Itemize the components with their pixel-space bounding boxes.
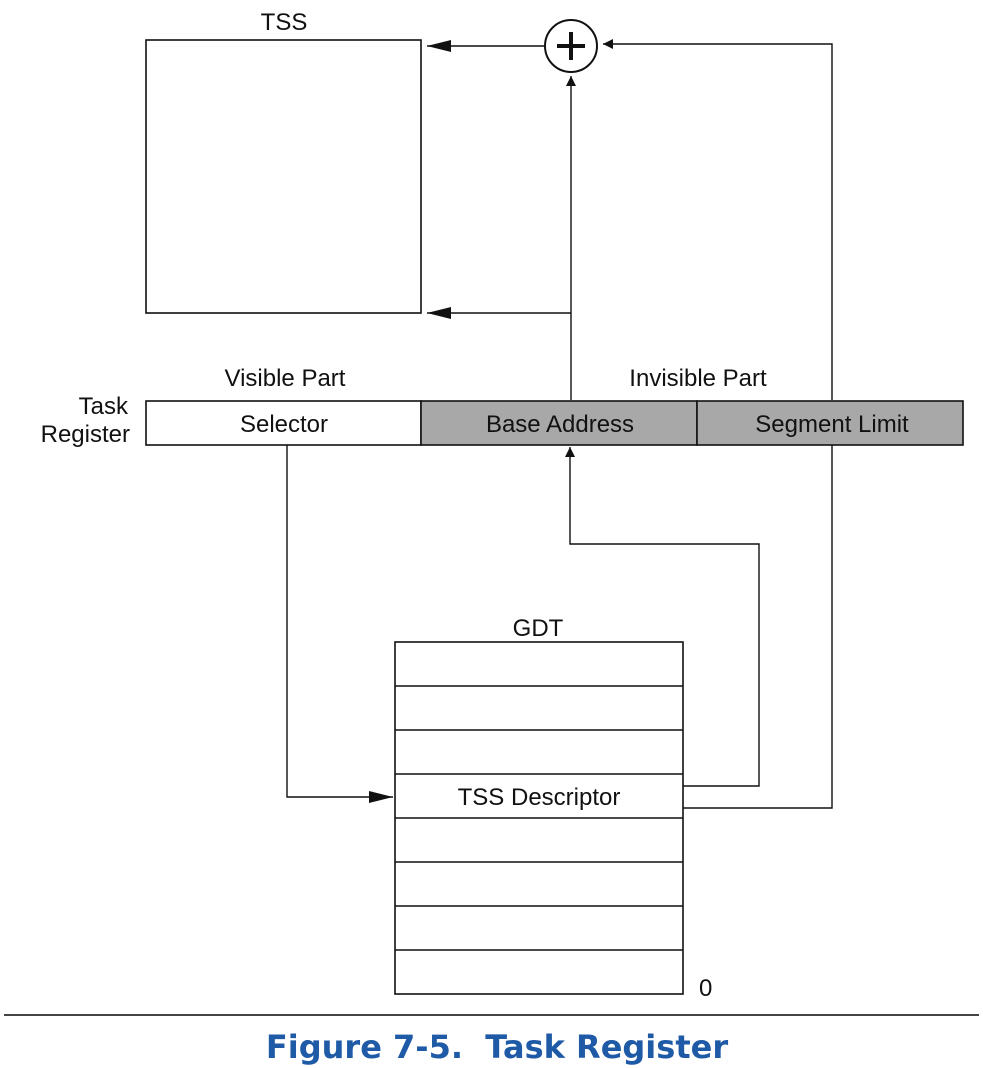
gdt-table	[394, 641, 684, 995]
descriptor-to-base-arrow	[565, 447, 760, 787]
selector-label: Selector	[240, 411, 328, 438]
selector-to-descriptor-arrow	[286, 445, 393, 803]
descriptor-to-limit-line	[683, 445, 833, 809]
task-label: Task	[79, 393, 129, 420]
plus-circle-icon	[544, 19, 598, 73]
tss-descriptor-label: TSS Descriptor	[458, 784, 621, 811]
invisible-part-label: Invisible Part	[629, 365, 767, 392]
base-address-field	[420, 400, 698, 446]
selector-field	[145, 400, 422, 446]
base-address-label: Base Address	[486, 411, 634, 438]
register-label: Register	[41, 421, 130, 448]
tss-label: TSS	[261, 9, 308, 36]
gdt-label: GDT	[513, 615, 564, 642]
limit-to-adder-arrow	[603, 39, 833, 400]
gdt-index-zero: 0	[699, 975, 712, 1002]
segment-limit-label: Segment Limit	[755, 411, 909, 438]
tss-box	[145, 39, 422, 314]
visible-part-label: Visible Part	[225, 365, 346, 392]
segment-limit-field	[696, 400, 964, 446]
figure-caption: Figure 7-5. Task Register	[266, 1028, 728, 1066]
